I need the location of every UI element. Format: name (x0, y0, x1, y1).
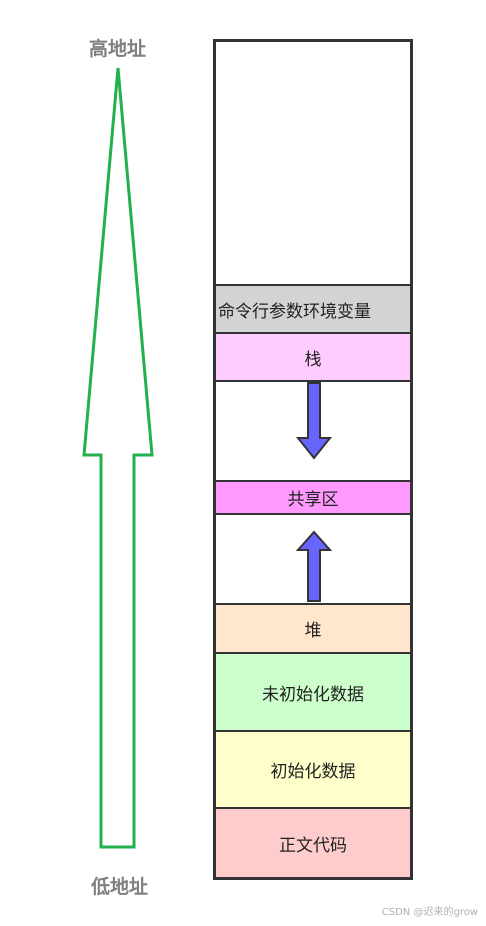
high-address-label: 高地址 (89, 38, 147, 60)
low-address-label: 低地址 (91, 876, 149, 898)
region-bss: 未初始化数据 (216, 652, 410, 730)
region-text: 正文代码 (216, 807, 410, 877)
memory-layout-column: 命令行参数环境变量 栈 共享区 堆 未初始化数据 初始化数据 正文代码 (213, 39, 413, 880)
region-data: 初始化数据 (216, 730, 410, 807)
watermark: CSDN @迟来的grow (381, 907, 478, 918)
region-stack: 栈 (216, 332, 410, 380)
region-empty-top (216, 42, 410, 284)
address-direction-arrow (82, 67, 154, 849)
region-shared: 共享区 (216, 480, 410, 513)
stack-growth-down-arrow (295, 382, 333, 460)
region-heap: 堆 (216, 603, 410, 652)
region-env: 命令行参数环境变量 (216, 284, 410, 332)
down-arrow-shape (295, 382, 333, 460)
address-arrow-shape (82, 67, 154, 849)
up-arrow-shape (295, 530, 333, 602)
heap-growth-up-arrow (295, 530, 333, 602)
